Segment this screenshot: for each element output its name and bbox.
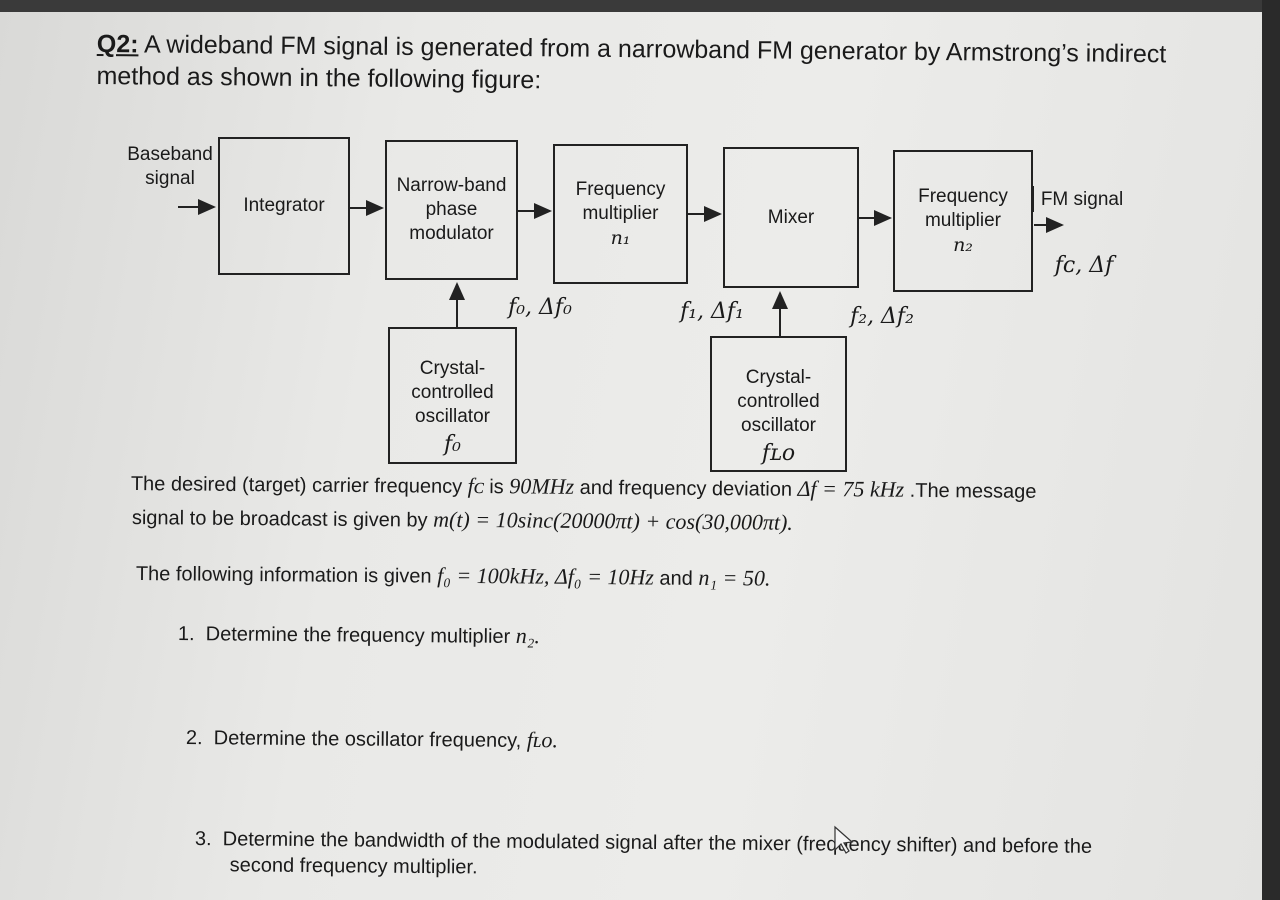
item-text: Determine the frequency multiplier	[205, 623, 516, 648]
body-line1-c: and frequency deviation	[573, 476, 798, 501]
mult1-line1: Frequency	[575, 179, 666, 200]
nbpm-line2: phase	[425, 199, 478, 220]
nbpm-line3: modulator	[409, 223, 494, 244]
output-freq-label: fᴄ, Δf	[1054, 253, 1114, 278]
body-line3-b: and	[653, 567, 699, 590]
osc2-line3: oscillator	[741, 415, 816, 436]
osc2-line1: Crystal-	[745, 367, 812, 388]
osc1-line3: oscillator	[415, 406, 490, 427]
nbpm-line1: Narrow-band	[396, 175, 507, 196]
narrowband-phase-modulator-block: Narrow-band phase modulator	[385, 140, 518, 280]
item-number: 1.	[177, 622, 195, 646]
list-item: 1. Determine the frequency multiplier n₂…	[178, 620, 540, 650]
osc2-f: fʟᴏ	[761, 441, 796, 466]
body-line3-a: The following information is given	[135, 562, 438, 588]
item-number: 3.	[194, 827, 212, 851]
osc1-f: f₀	[444, 432, 461, 457]
f1-label: f₁, Δf₁	[680, 299, 744, 324]
body-line1-d: .The message	[904, 479, 1037, 503]
given-f0: f₀ = 100kHz, Δf₀ = 10Hz	[437, 562, 655, 590]
output-label: FM signal	[1040, 189, 1124, 210]
osc2-line2: controlled	[737, 391, 820, 412]
given-n1: n₁ = 50.	[698, 564, 771, 591]
frequency-multiplier-1-block: Frequency multiplier n₁	[553, 144, 688, 284]
list-item: 3. Determine the bandwidth of the modula…	[195, 826, 1093, 886]
f2-label: f₂, Δf₂	[850, 304, 914, 329]
item-math: fʟᴏ.	[526, 726, 559, 753]
item-math: n₂.	[515, 622, 541, 649]
mult1-line2: multiplier	[582, 203, 659, 224]
body-fc-value: 90MHz	[509, 473, 575, 499]
mult2-line1: Frequency	[918, 186, 1008, 207]
crystal-oscillator-1-block: Crystal- controlled oscillator f₀	[388, 327, 517, 464]
body-line1-b: is	[483, 476, 510, 499]
body-deviation: Δf = 75 kHz	[797, 475, 905, 502]
mult1-n: n₁	[610, 227, 631, 249]
osc1-line2: controlled	[411, 382, 494, 403]
message-equation: m(t) = 10sinc(20000πt) + cos(30,000πt).	[433, 506, 793, 535]
list-item: 2. Determine the oscillator frequency, f…	[186, 724, 558, 754]
body-fc: fᴄ	[467, 472, 484, 499]
crystal-oscillator-2-block: Crystal- controlled oscillator fʟᴏ	[710, 336, 847, 472]
mult2-line2: multiplier	[924, 210, 1002, 231]
item-number: 2.	[185, 726, 203, 750]
body-line2-a: signal to be broadcast is given by	[131, 506, 434, 532]
body-line-3: The following information is given f₀ = …	[136, 560, 771, 593]
body-line1-a: The desired (target) carrier frequency	[130, 472, 468, 498]
integrator-label: Integrator	[243, 195, 325, 216]
input-label-line1: Baseband	[127, 144, 213, 165]
mixer-block: Mixer	[723, 147, 859, 288]
item-text: Determine the oscillator frequency,	[213, 727, 527, 752]
screen-edge	[1262, 0, 1280, 900]
integrator-block: Integrator	[218, 137, 350, 275]
input-label: Baseband signal	[124, 143, 216, 191]
osc1-line1: Crystal-	[419, 358, 486, 379]
input-label-line2: signal	[145, 168, 195, 189]
frequency-multiplier-2-block: Frequency multiplier n₂	[893, 150, 1033, 292]
document-page	[0, 12, 1262, 900]
mixer-label: Mixer	[767, 206, 815, 228]
body-line-2: signal to be broadcast is given by m(t) …	[132, 504, 793, 537]
f0-label: f₀, Δf₀	[508, 295, 572, 320]
mult2-n: n₂	[953, 234, 973, 256]
